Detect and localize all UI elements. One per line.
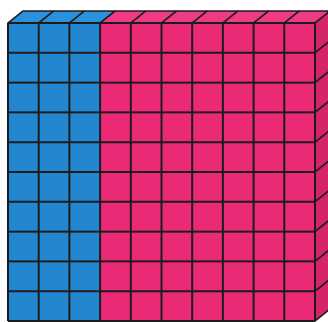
top-face	[8, 11, 328, 23]
side-face	[315, 11, 328, 321]
